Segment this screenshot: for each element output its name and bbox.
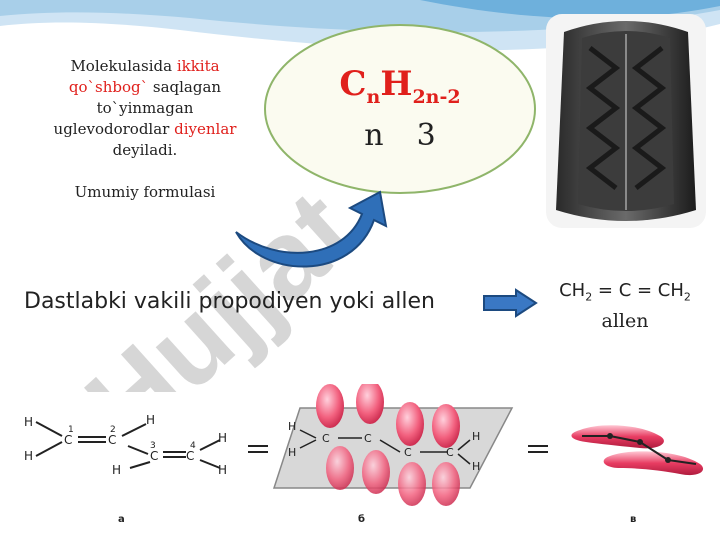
- svg-text:H: H: [288, 420, 296, 433]
- allen-sub2: 2: [683, 290, 691, 304]
- diagram-a: H H C 1 C 2 H C 3 C 4 H H H а: [24, 413, 227, 525]
- definition-text: Molekulasida ikkita qo`shbog` saqlagan t…: [40, 56, 250, 203]
- svg-text:H: H: [472, 460, 480, 473]
- allen-ch: CH: [559, 280, 586, 301]
- svg-text:C: C: [150, 449, 158, 463]
- svg-text:H: H: [218, 431, 227, 445]
- svg-text:C: C: [322, 432, 330, 445]
- formula-h: H: [380, 64, 413, 104]
- top-decoration: [0, 0, 720, 51]
- right-arrow-icon: [483, 288, 538, 318]
- formula-c: C: [339, 64, 367, 104]
- formula-n-label: n: [364, 118, 384, 153]
- intro-part1: Molekulasida: [70, 57, 177, 75]
- allen-mid: = C = CH: [592, 280, 684, 301]
- allen-formula: CH2 = C = CH2: [540, 280, 710, 304]
- svg-text:C: C: [64, 433, 72, 447]
- svg-text:C: C: [108, 433, 116, 447]
- tire-image: [546, 14, 706, 228]
- allen-name: allen: [601, 310, 649, 332]
- svg-text:а: а: [118, 514, 125, 525]
- svg-text:H: H: [24, 415, 33, 429]
- general-formula: CnH2n-2: [300, 64, 500, 117]
- svg-text:C: C: [446, 446, 454, 459]
- allen-sub1: 2: [585, 290, 593, 304]
- svg-text:б: б: [358, 513, 365, 525]
- diagram-b: C C C C H H H H б: [272, 384, 514, 525]
- svg-text:H: H: [218, 463, 227, 477]
- svg-text:H: H: [112, 463, 121, 477]
- first-member-text: Dastlabki vakili propodiyen yoki allen: [24, 289, 435, 314]
- allene-structure-diagrams: H H C 1 C 2 H C 3 C 4 H H H а: [14, 384, 706, 532]
- intro-highlight-dienes: diyenlar: [174, 120, 237, 138]
- svg-text:H: H: [288, 446, 296, 459]
- svg-text:в: в: [630, 514, 636, 525]
- svg-text:H: H: [146, 413, 155, 427]
- svg-text:4: 4: [190, 441, 196, 451]
- curved-arrow-icon: [235, 190, 388, 268]
- formula-c-sub: n: [366, 86, 381, 108]
- intro-part3: deyiladi.: [112, 141, 178, 159]
- formula-n-value: 3: [416, 118, 436, 153]
- svg-text:H: H: [24, 449, 33, 463]
- intro-part2: saqlagan to`yinmagan uglevodorodlar: [53, 78, 222, 138]
- svg-text:C: C: [186, 449, 194, 463]
- intro-highlight-double-bond: ikkita qo`shbog`: [68, 57, 220, 96]
- svg-text:3: 3: [150, 441, 156, 451]
- svg-text:C: C: [404, 446, 412, 459]
- svg-text:1: 1: [68, 425, 74, 435]
- svg-text:C: C: [364, 432, 372, 445]
- formula-caption: Umumiy formulasi: [74, 183, 216, 201]
- formula-h-sub: 2n-2: [412, 86, 461, 108]
- formula-ellipse: [264, 24, 536, 194]
- diagram-c: в: [571, 425, 704, 525]
- svg-text:2: 2: [110, 425, 116, 435]
- formula-n-condition: n 3: [300, 118, 500, 153]
- svg-text:H: H: [472, 430, 480, 443]
